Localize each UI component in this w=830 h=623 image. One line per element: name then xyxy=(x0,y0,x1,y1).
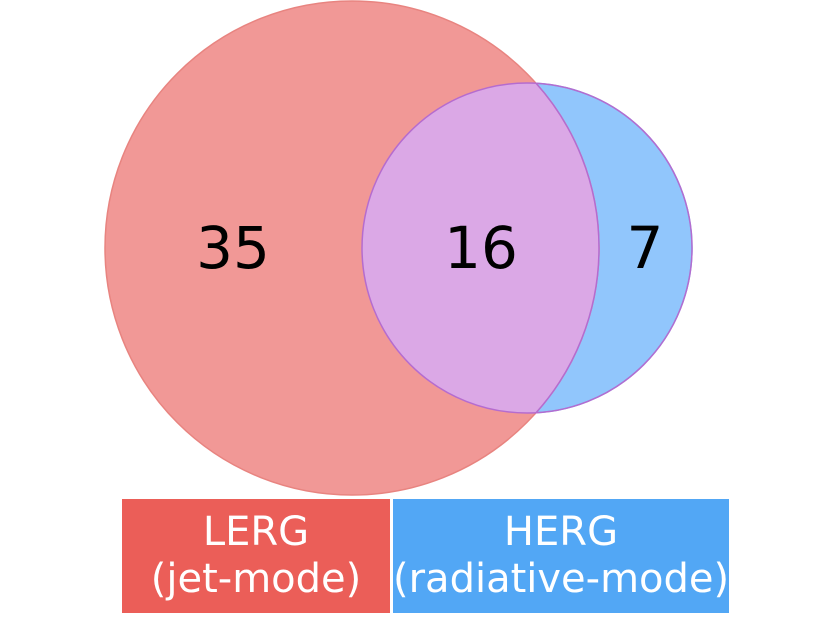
legend-lerg-title: LERG xyxy=(202,509,310,555)
legend-herg-title: HERG xyxy=(503,509,619,555)
herg-circle-outline xyxy=(361,82,693,414)
legend-lerg-box: LERG (jet-mode) xyxy=(122,499,390,613)
legend-lerg-subtitle: (jet-mode) xyxy=(150,556,362,602)
overlap-count: 16 xyxy=(444,214,518,282)
legend-herg-subtitle: (radiative-mode) xyxy=(393,556,729,602)
herg-only-count: 7 xyxy=(627,214,664,282)
lerg-circle-outline-in-overlap xyxy=(362,83,600,413)
lerg-only-count: 35 xyxy=(196,214,270,282)
legend-herg-box: HERG (radiative-mode) xyxy=(393,499,729,613)
overlap-region xyxy=(362,83,599,413)
